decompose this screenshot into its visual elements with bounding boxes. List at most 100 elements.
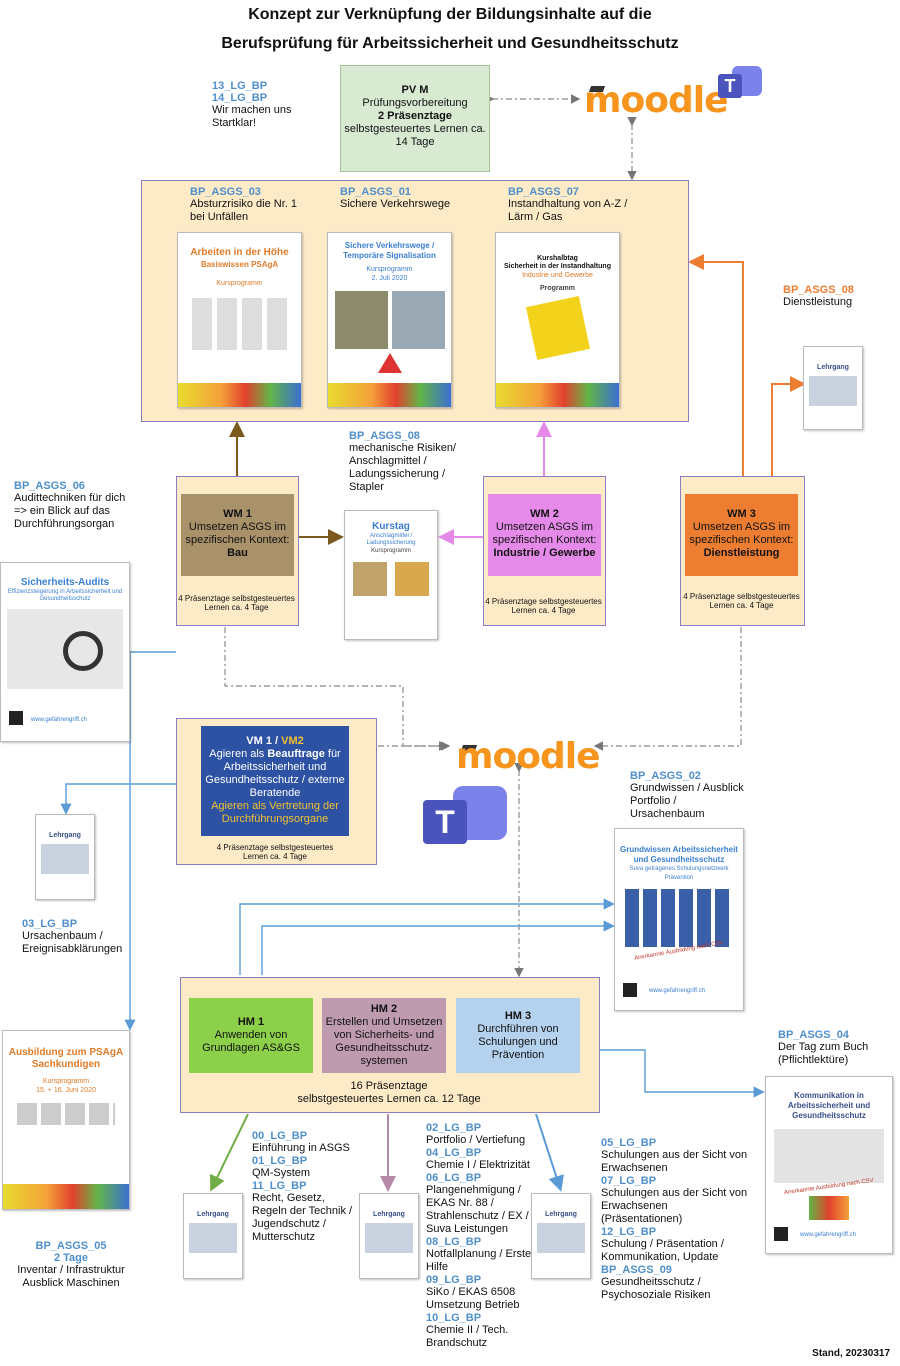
list-item-text: Portfolio / Vertiefung — [426, 1134, 526, 1146]
grund-pictograms — [625, 889, 733, 947]
doc-lehrgang-left-title: Lehrgang — [49, 832, 81, 839]
kurstag-kicker: Kursprogramm — [371, 548, 411, 554]
hm1-text: Anwenden von Grundlagen AS&GS — [202, 1029, 300, 1054]
hm2-box[interactable]: HM 2 Erstellen und Umsetzen von Sicherhe… — [322, 998, 446, 1073]
list-item-code: 11_LG_BP — [252, 1180, 307, 1192]
doc1-pictograms — [191, 298, 288, 350]
list-item-text: Schulung / Präsentation / Kommunikation,… — [601, 1238, 724, 1263]
vm-line1b: für Arbeitssicherheit und Gesundheitssch… — [205, 748, 345, 799]
code-bp-asgs-02: BP_ASGS_02 — [630, 770, 701, 782]
teams-top-icon[interactable]: T — [718, 66, 762, 106]
doc-lehrgang-left[interactable]: Lehrgang — [35, 814, 95, 900]
list-item-code: 08_LG_BP — [426, 1236, 482, 1248]
wm1-title: WM 1 — [223, 508, 252, 520]
list-item-text: Gesundheitsschutz / Psychosoziale Risike… — [601, 1276, 711, 1301]
vm-yellow: Agieren als Vertretung der Durchführungs… — [211, 800, 339, 825]
asgs04-text: Der Tag zum Buch (Pflichtlektüre) — [778, 1041, 869, 1066]
doc-sicherheits-audits[interactable]: Sicherheits-Audits Effizienzsteigerung i… — [0, 562, 130, 742]
list-a: 00_LG_BP Einführung in ASGS 01_LG_BP QM-… — [252, 1130, 356, 1244]
komm-url: www.gefahrengriff.ch — [800, 1232, 856, 1238]
doc1-title: Arbeiten in der Höhe — [190, 247, 289, 258]
wm1-note: 4 Präsenztage selbstgesteuertes Lernen c… — [178, 594, 295, 612]
wm3-box[interactable]: WM 3 Umsetzen ASGS im spezifischen Konte… — [685, 494, 798, 576]
doc-lehrgang-hm3[interactable]: Lehrgang — [531, 1193, 591, 1279]
komm-photo — [774, 1129, 884, 1183]
wm1-box[interactable]: WM 1 Umsetzen ASGS im spezifischen Konte… — [181, 494, 294, 576]
asgs05-text: Inventar / Infrastruktur Ausblick Maschi… — [17, 1264, 125, 1289]
doc-psaga-sachkundigen[interactable]: Ausbildung zum PSAgA Sachkundigen Kurspr… — [2, 1030, 130, 1210]
doc-kurstag[interactable]: Kurstag Anschlagmittel / Ladungssicherun… — [344, 510, 438, 640]
audit-url: www.gefahrengriff.ch — [31, 717, 87, 723]
list-item-text: Recht, Gesetz, Regeln der Technik / Juge… — [252, 1192, 353, 1243]
kurstag-photos — [353, 562, 429, 596]
doc-kommunikation[interactable]: Kommunikation in Arbeitssicherheit und G… — [765, 1076, 893, 1254]
doc1-color-strip — [178, 382, 301, 407]
vm-box[interactable]: VM 1 / VM2 Agieren als Beauftrage für Ar… — [201, 726, 349, 836]
grund-qr-code-icon — [623, 983, 637, 997]
hm3-text: Durchführen von Schulungen und Präventio… — [477, 1023, 559, 1061]
pvm-box[interactable]: PV M Prüfungsvorbereitung 2 Präsenztage … — [340, 65, 490, 172]
code-bp-asgs-08-right: BP_ASGS_08 — [783, 284, 854, 296]
komm-title: Kommunikation in Arbeitssicherheit und G… — [787, 1091, 871, 1120]
doc-sichere-verkehrswege[interactable]: Sichere Verkehrswege / Temporäre Signali… — [327, 232, 452, 408]
hm1-title: HM 1 — [237, 1016, 265, 1028]
list-item-text: Schulungen aus der Sicht von Erwachsenen — [601, 1149, 748, 1174]
right-top-text: Dienstleistung — [783, 296, 853, 308]
wm2-note: 4 Präsenztage selbstgesteuertes Lernen c… — [485, 597, 602, 615]
hm3-box[interactable]: HM 3 Durchführen von Schulungen und Präv… — [456, 998, 580, 1073]
doc-lehrgang-hm1[interactable]: Lehrgang — [183, 1193, 243, 1279]
wm3-title: WM 3 — [727, 508, 756, 520]
doc-kurshalbtag-instandhaltung[interactable]: Kurshalbtag Sicherheit in der Instandhal… — [495, 232, 620, 408]
code-bp-asgs-03: BP_ASGS_03 — [190, 186, 261, 198]
doc3-kicker: Industrie und Gewerbe — [522, 272, 593, 279]
page-title-line1: Konzept zur Verknüpfung der Bildungsinha… — [248, 6, 652, 23]
list-item-code: 09_LG_BP — [426, 1274, 482, 1286]
doc3-color-strip — [496, 382, 619, 407]
komm-graphic — [809, 1196, 849, 1220]
audit-photo — [7, 609, 123, 689]
grund-subtitle: Suva getragenes Schulungsnetzwerk Präven… — [629, 866, 729, 881]
code-bp-asgs-04: BP_ASGS_04 — [778, 1029, 849, 1041]
audit-subtitle: Effizienzsteigerung in Arbeitssicherheit… — [7, 589, 123, 602]
list-item-text: Einführung in ASGS — [252, 1142, 350, 1154]
doc-lehrgang-right-top[interactable]: Lehrgang — [803, 346, 863, 430]
doc-grundwissen[interactable]: Grundwissen Arbeitssicherheit und Gesund… — [614, 828, 744, 1011]
wm2-box[interactable]: WM 2 Umsetzen ASGS im spezifischen Konte… — [488, 494, 601, 576]
mid-left-text: Audittechniken für dich => ein Blick auf… — [14, 492, 126, 530]
doc-lehrgang-hm2[interactable]: Lehrgang — [359, 1193, 419, 1279]
hm1-box[interactable]: HM 1 Anwenden von Grundlagen AS&GS — [189, 998, 313, 1073]
code-bp-asgs-08-center: BP_ASGS_08 — [349, 430, 420, 442]
mid-center-label: BP_ASGS_08 mechanische Risiken/ Anschlag… — [349, 430, 459, 494]
asgs05-label: BP_ASGS_05 2 Tage Inventar / Infrastrukt… — [16, 1240, 126, 1290]
wm3-bold: Dienstleistung — [703, 547, 780, 559]
code-bp-asgs-01: BP_ASGS_01 — [340, 186, 411, 198]
pvm-line1: Prüfungsvorbereitung — [362, 97, 468, 109]
doc-lehrgang-hm2-title: Lehrgang — [373, 1211, 405, 1218]
list-b: 02_LG_BP Portfolio / Vertiefung 04_LG_BP… — [426, 1122, 538, 1350]
qr-code-icon — [9, 711, 23, 725]
pvm-line2: 2 Präsenztage — [378, 110, 452, 122]
vm-bold: Beauftrage — [267, 748, 325, 760]
wm2-title: WM 2 — [530, 508, 559, 520]
asgs05-days: 2 Tage — [53, 1252, 89, 1264]
doc-arbeiten-in-der-hoehe[interactable]: Arbeiten in der Höhe Basiswissen PSAgA K… — [177, 232, 302, 408]
lg03-text: Ursachenbaum / Ereignisabklärungen — [22, 930, 123, 955]
doc1-subtitle: Basiswissen PSAgA — [200, 260, 279, 269]
warning-sign-icon — [377, 353, 402, 373]
list-c: 05_LG_BP Schulungen aus der Sicht von Er… — [601, 1137, 751, 1302]
hm-note-line2: selbstgesteuertes Lernen ca. 12 Tage — [297, 1093, 481, 1105]
wm2-bold: Industrie / Gewerbe — [493, 547, 596, 559]
panel-col1-text: Absturzrisiko die Nr. 1 bei Unfällen — [190, 198, 297, 223]
list-item-code: BP_ASGS_09 — [601, 1264, 672, 1276]
teams-center-icon[interactable]: T — [423, 786, 507, 850]
code-13-lg-bp: 13_LG_BP — [212, 80, 268, 92]
list-item-code: 10_LG_BP — [426, 1312, 482, 1324]
doc1-kicker: Kursprogramm — [216, 280, 263, 287]
page-title-line2: Berufsprüfung für Arbeitssicherheit und … — [221, 35, 679, 52]
doc-lehrgang-right-top-title: Lehrgang — [817, 364, 849, 371]
code-14-lg-bp: 14_LG_BP — [212, 92, 268, 104]
list-item-code: 07_LG_BP — [601, 1175, 657, 1187]
list-item-text: Chemie I / Elektrizität — [426, 1159, 530, 1171]
top-left-text: Wir machen uns Startklar! — [212, 104, 292, 129]
